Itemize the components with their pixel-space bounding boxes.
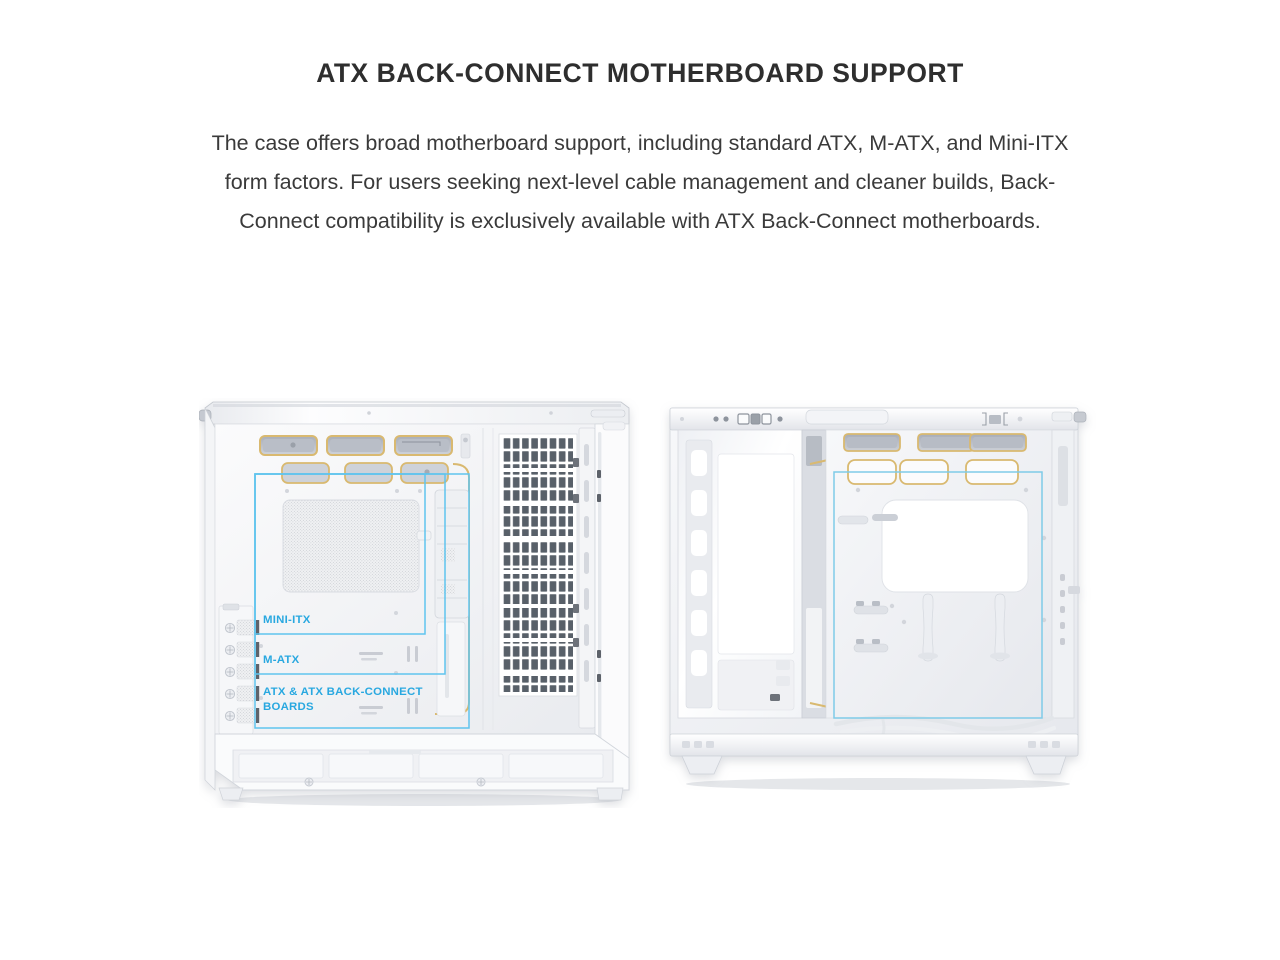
tray-standoffs: [259, 489, 422, 700]
case-foot-left: [218, 787, 244, 801]
figure-row: MINI-ITX M-ATX ATX & ATX BACK-CONNECT BO…: [0, 398, 1280, 813]
center-divider: [801, 429, 827, 719]
power-button-icon[interactable]: [713, 416, 719, 422]
drive-bracket: [434, 489, 470, 619]
rear-vent-grille: [498, 433, 578, 697]
tray-mesh-cutout: [282, 499, 432, 593]
rear-grille-clips: [573, 458, 579, 647]
bracket-glyph-right-icon: [1003, 412, 1008, 426]
left-side-wall: [204, 407, 216, 791]
right-mount-rail: [1051, 429, 1080, 719]
right-mount-strip: [578, 427, 596, 729]
top-handle-cutout: [805, 409, 889, 425]
cable-tie-anchors: [359, 646, 418, 715]
outline-mini-itx: [254, 473, 426, 635]
bracket-glyph-left-icon: [982, 412, 987, 426]
bottom-dust-filter: [214, 733, 630, 801]
cable-standoff-posts: [918, 593, 1010, 662]
side-window-panel: [677, 429, 803, 719]
case-body: [669, 407, 1087, 775]
led-indicator-icon: [777, 416, 783, 422]
top-io-panel: [669, 407, 1079, 431]
cable-tie-anchors: [837, 514, 898, 653]
usb-port-icon: [737, 413, 750, 425]
outline-atx-back-connect: [833, 471, 1043, 719]
hinge-pin-icon: [1073, 411, 1087, 423]
case-foot-left: [681, 755, 723, 775]
rear-tray-screw-points: [855, 487, 1047, 625]
top-cable-cutouts: [259, 435, 453, 456]
bottom-rail: [669, 733, 1079, 775]
case-interior-right-view: [660, 398, 1096, 790]
audio-jack-icon: [761, 413, 772, 425]
right-side-panel: [594, 421, 630, 791]
formfactor-annotation-boxes: [254, 473, 470, 729]
bottom-screws: [304, 777, 486, 787]
case-left-illustration: [199, 401, 630, 806]
case-ground-shadow: [228, 794, 620, 806]
page-description: The case offers broad motherboard suppor…: [211, 131, 1069, 233]
top-cable-cutouts: [843, 433, 1027, 452]
pci-expansion-slots: [218, 603, 260, 735]
case-interior-left-view: MINI-ITX M-ATX ATX & ATX BACK-CONNECT BO…: [199, 398, 639, 808]
page-title: ATX BACK-CONNECT MOTHERBOARD SUPPORT: [316, 58, 964, 88]
formfactor-annotation-boxes: [833, 471, 1043, 719]
secondary-cable-cutouts: [281, 462, 449, 484]
case-right-illustration: [669, 407, 1087, 790]
cpu-backplate-cutout: [881, 499, 1029, 593]
case-foot-right: [1025, 755, 1067, 775]
case-foot-right: [596, 787, 624, 801]
case-body: [199, 401, 630, 801]
usb-c-port-icon: [750, 413, 761, 425]
reset-button-icon[interactable]: [723, 416, 729, 422]
case-ground-shadow: [686, 778, 1070, 790]
